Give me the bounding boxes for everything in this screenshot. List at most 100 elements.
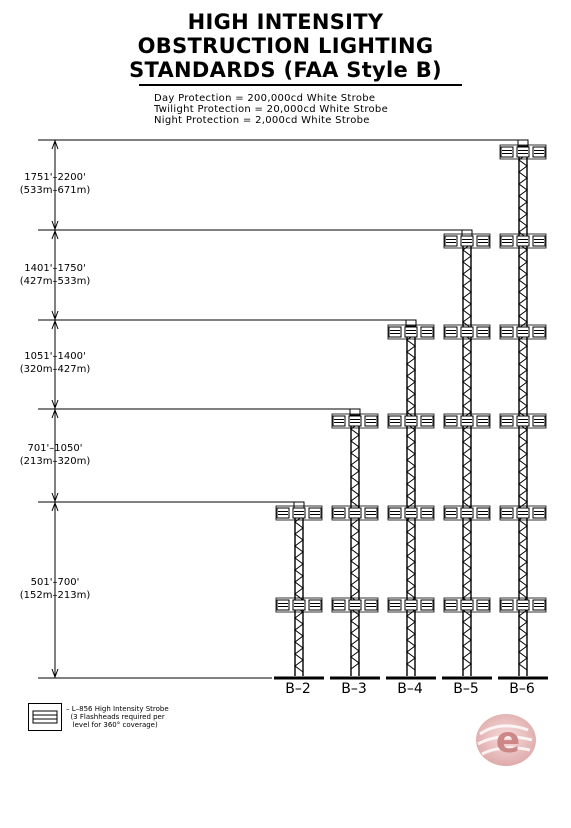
strobe-icon [388,326,402,338]
strobe-level-frame [443,505,491,521]
strobe-icon [516,415,530,427]
strobe-icon [388,599,402,611]
strobe-icon [500,326,514,338]
strobe-icon [460,235,474,247]
strobe-icon [420,599,434,611]
strobe-icon [476,599,490,611]
strobe-level-frame [331,505,379,521]
strobe-icon [276,507,290,519]
title-line-1: HIGH INTENSITY [187,10,384,34]
strobe-icon [444,326,458,338]
tower-b5 [442,229,492,680]
strobe-level-frame [387,597,435,613]
legend-strobe-symbol [28,703,62,731]
tower-label-b3: B–3 [341,681,367,697]
strobe-icon [420,326,434,338]
strobe-icon [516,599,530,611]
range-m-4: (213m–320m) [19,456,91,467]
strobe-icon [308,599,322,611]
strobe-icon [348,415,362,427]
mast-top-cap [461,229,473,237]
strobe-icon [500,235,514,247]
tower-label-b6: B–6 [509,681,535,697]
dimension-arrow-up [51,139,59,150]
strobe-level-frame [387,324,435,340]
strobe-icon [532,599,546,611]
tower-label-b4: B–4 [397,681,423,697]
strobe-level-frame [499,505,547,521]
dimension-arrow-up [51,229,59,240]
range-m-2: (427m–533m) [19,276,91,287]
strobe-icon [532,235,546,247]
mast-lattice [294,509,304,673]
strobe-icon [420,507,434,519]
strobe-icon [404,415,418,427]
day-protection-text: Day Protection = 200,000cd White Strobe [154,93,376,104]
strobe-icon [532,415,546,427]
strobe-icon [292,599,306,611]
strobe-icon [500,415,514,427]
tower-label-b5: B–5 [453,681,479,697]
mast-top-cap [349,408,361,416]
strobe-icon [332,599,346,611]
range-ft-3: 1051'–1400' [24,351,86,362]
dimension-arrow-down [51,492,59,503]
strobe-level-frame [275,505,323,521]
strobe-icon [476,507,490,519]
strobe-icon [276,599,290,611]
strobe-icon [348,507,362,519]
strobe-icon [388,507,402,519]
dimension-arrow-up [51,408,59,419]
night-protection-text: Night Protection = 2,000cd White Strobe [154,115,370,126]
strobe-icon [364,415,378,427]
e-logo-icon: e [476,714,536,766]
strobe-icon [404,326,418,338]
range-m-5: (152m–213m) [19,590,91,601]
strobe-icon [460,326,474,338]
tower-b4 [386,319,436,680]
range-label-1: 1751'–2200' (533m–671m) [2,171,108,197]
title-underline [139,84,462,86]
range-m-3: (320m–427m) [19,364,91,375]
dimension-arrow-down [51,310,59,321]
strobe-icon [444,507,458,519]
strobe-icon [476,415,490,427]
dimension-arrow-up [51,501,59,512]
strobe-icon [516,507,530,519]
strobe-icon [364,599,378,611]
mast-top-cap [293,501,305,509]
title-line-2: OBSTRUCTION LIGHTING [137,34,434,58]
strobe-level-frame [443,413,491,429]
strobe-icon [332,507,346,519]
strobe-icon [516,326,530,338]
strobe-icon [348,599,362,611]
mast-lattice [518,147,528,671]
strobe-icon [460,507,474,519]
tower-b6 [498,139,548,680]
strobe-icon [532,326,546,338]
strobe-icon [476,326,490,338]
range-ft-5: 501'–700' [30,577,80,588]
strobe-level-frame [387,413,435,429]
strobe-level-frame [499,597,547,613]
strobe-icon [444,599,458,611]
mast-top-cap [517,139,529,147]
mast-top-cap [405,319,417,327]
strobe-level-frame [275,597,323,613]
tower-label-b2: B–2 [285,681,311,697]
dimension-arrow-down [51,220,59,231]
strobe-icon [460,599,474,611]
strobe-icon [332,415,346,427]
range-label-3: 1051'–1400' (320m–427m) [2,350,108,376]
dimension-arrow-up [51,319,59,330]
twilight-protection-text: Twilight Protection = 20,000cd White Str… [154,104,389,115]
strobe-level-frame [443,597,491,613]
range-ft-1: 1751'–2200' [24,172,86,183]
strobe-level-frame [387,505,435,521]
title-line-3: STANDARDS (FAA Style B) [129,58,442,82]
tower-b2 [274,501,324,680]
strobe-level-frame [331,413,379,429]
mast-lattice [406,327,416,671]
range-label-4: 701'–1050' (213m–320m) [2,442,108,468]
